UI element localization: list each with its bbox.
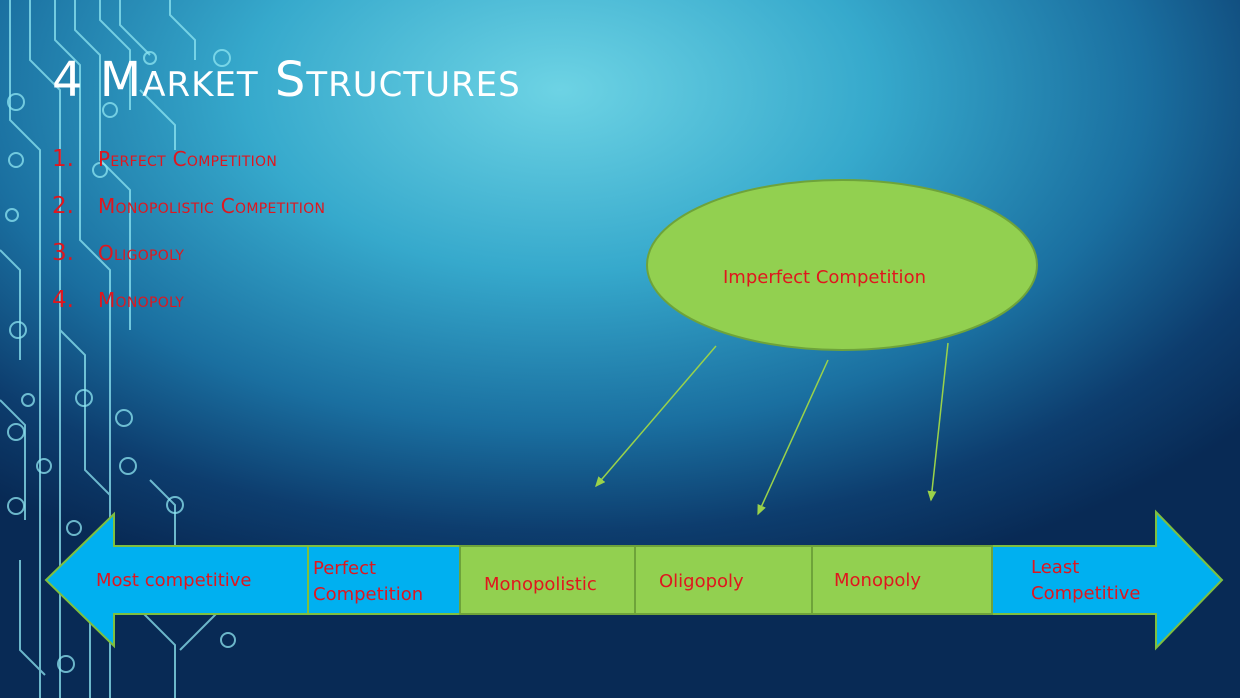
segment-label-line: Perfect (313, 558, 377, 579)
segment-label-oligopoly: Oligopoly (659, 571, 744, 592)
list-label: Monopoly (98, 288, 185, 312)
segment-oligopoly (634, 545, 813, 615)
right-end-line: Least (1031, 557, 1080, 578)
ellipse-label: Imperfect Competition (723, 267, 926, 288)
segment-perfect-competition (307, 545, 461, 615)
right-end-line: Competitive (1031, 583, 1141, 604)
segment-label-monopolistic: Monopolistic (484, 574, 597, 595)
list-item: 2. Monopolistic Competition (52, 193, 325, 240)
left-end-label: Most competitive (96, 570, 252, 591)
segment-label-monopoly: Monopoly (834, 570, 922, 591)
list-item: 4. Monopoly (52, 287, 325, 334)
connector-arrow (757, 359, 829, 516)
market-structure-list: 1. Perfect Competition 2. Monopolistic C… (52, 146, 325, 334)
imperfect-competition-ellipse (646, 179, 1038, 351)
list-item: 1. Perfect Competition (52, 146, 325, 193)
segment-label-perfect: Perfect Competition (313, 556, 423, 608)
segment-monopoly (811, 545, 993, 615)
slide-title: 4 Market Structures (52, 52, 521, 108)
list-number: 1. (52, 146, 74, 172)
right-end-label: Least Competitive (1031, 555, 1140, 607)
segment-monopolistic (459, 545, 636, 615)
segment-label-line: Competition (313, 584, 424, 605)
connector-arrow (927, 342, 949, 502)
list-label: Perfect Competition (98, 147, 278, 171)
connector-arrow (595, 345, 717, 488)
list-number: 3. (52, 240, 74, 266)
list-item: 3. Oligopoly (52, 240, 325, 287)
list-number: 4. (52, 287, 74, 313)
list-label: Monopolistic Competition (98, 194, 326, 218)
list-number: 2. (52, 193, 74, 219)
list-label: Oligopoly (98, 241, 185, 265)
